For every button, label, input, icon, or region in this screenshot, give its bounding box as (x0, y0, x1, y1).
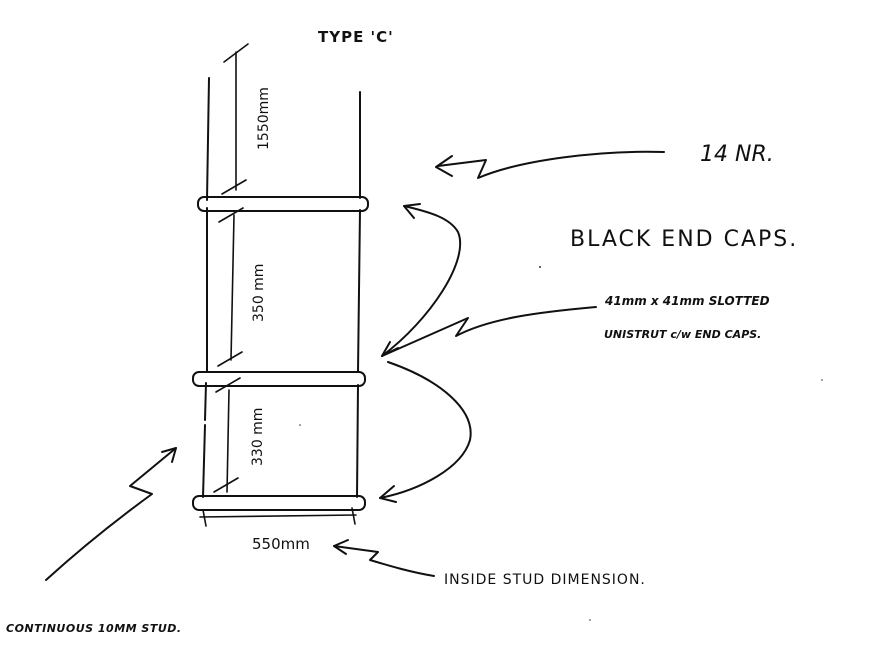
unistrut-channel-top (197, 196, 369, 212)
leader-continuous-stud (45, 447, 177, 581)
unistrut-note-line1: 41mm x 41mm SLOTTED (604, 294, 770, 308)
dimension-width-label: 550mm (252, 535, 310, 553)
quantity-note: 14 NR. (700, 142, 774, 167)
leader-inside-stud (333, 539, 435, 577)
end-caps-note: BLACK END CAPS. (570, 227, 798, 252)
unistrut-channel-middle (192, 371, 366, 387)
stud-right (356, 91, 361, 498)
leader-unistrut (379, 203, 597, 503)
dimension-line-vertical (213, 43, 249, 493)
unistrut-note-line2: UNISTRUT c/w END CAPS. (604, 328, 761, 341)
stud-left (202, 77, 210, 498)
drawing-title: TYPE 'C' (318, 28, 394, 46)
paper-specks (299, 266, 823, 621)
dimension-line-horizontal (199, 507, 357, 527)
leader-quantity (435, 150, 665, 179)
dimension-middle-label: 350 mm (251, 264, 267, 322)
dimension-top-label: 1550mm (256, 87, 272, 150)
inside-stud-note: INSIDE STUD DIMENSION. (444, 572, 646, 588)
dimension-bottom-label: 330 mm (250, 408, 266, 466)
continuous-stud-note: CONTINUOUS 10MM STUD. (6, 622, 182, 635)
unistrut-channel-bottom (192, 495, 366, 511)
